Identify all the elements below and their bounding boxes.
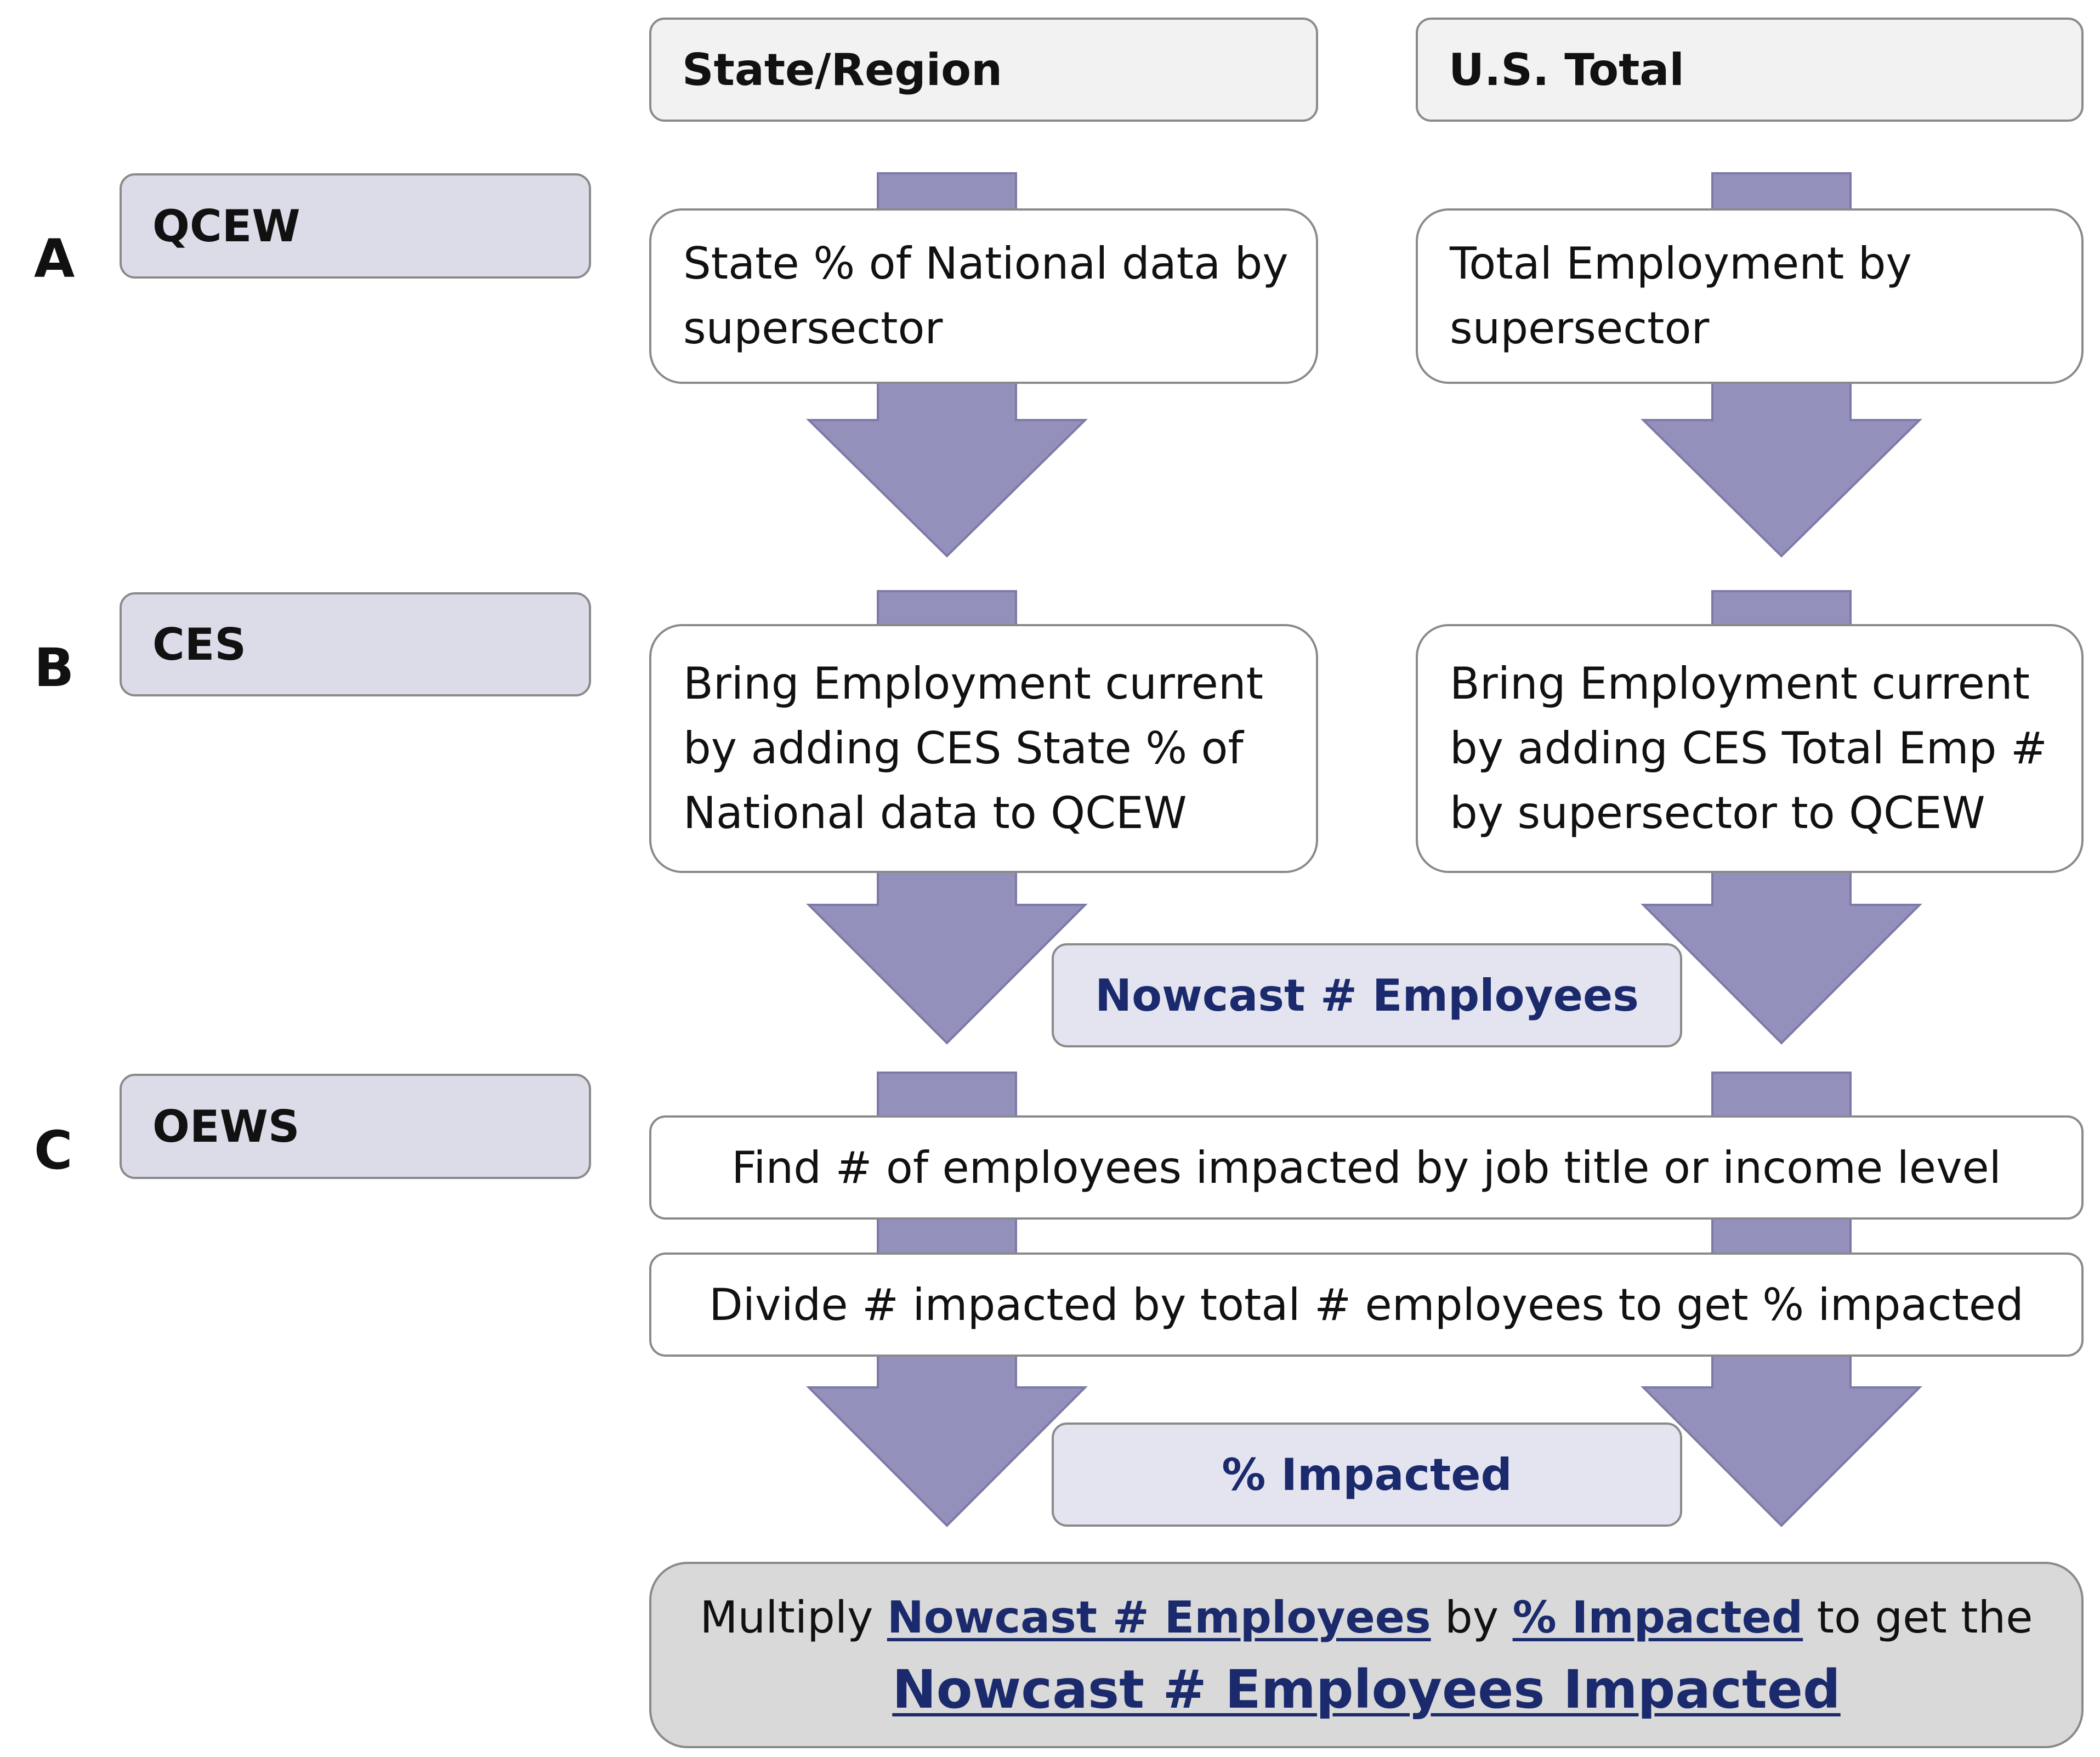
tag-percent-impacted: % Impacted — [1052, 1422, 1682, 1527]
row-letter-a: A — [34, 228, 75, 290]
step-a-us: Total Employment by supersector — [1416, 208, 2084, 384]
step-c-find: Find # of employees impacted by job titl… — [649, 1115, 2084, 1220]
header-state-region-label: State/Region — [682, 44, 1003, 95]
step-a-state-text: State % of National data by supersector — [683, 238, 1289, 354]
final-instruction: Multiply Nowcast # Employees by % Impact… — [700, 1585, 2033, 1651]
step-a-us-text: Total Employment by supersector — [1450, 238, 1912, 354]
step-b-us: Bring Employment current by adding CES T… — [1416, 624, 2084, 873]
source-qcew-label: QCEW — [152, 200, 300, 252]
step-c-divide-text: Divide # impacted by total # employees t… — [709, 1279, 2024, 1330]
header-state-region: State/Region — [649, 18, 1318, 122]
step-c-divide: Divide # impacted by total # employees t… — [649, 1252, 2084, 1357]
header-us-total-label: U.S. Total — [1449, 44, 1684, 95]
header-us-total: U.S. Total — [1416, 18, 2084, 122]
tag-nowcast-employees: Nowcast # Employees — [1052, 943, 1682, 1047]
source-ces-label: CES — [152, 619, 246, 670]
source-ces: CES — [120, 592, 591, 696]
tag-nowcast-employees-label: Nowcast # Employees — [1095, 970, 1639, 1021]
final-prefix: Multiply — [700, 1592, 887, 1643]
step-b-state: Bring Employment current by adding CES S… — [649, 624, 1318, 873]
final-result-title: Nowcast # Employees Impacted — [892, 1659, 1841, 1720]
source-qcew: QCEW — [120, 173, 591, 279]
source-oews: OEWS — [120, 1074, 591, 1179]
step-c-find-text: Find # of employees impacted by job titl… — [731, 1142, 2001, 1193]
final-suffix: to get the — [1803, 1592, 2033, 1643]
final-result: Multiply Nowcast # Employees by % Impact… — [649, 1562, 2084, 1748]
source-oews-label: OEWS — [152, 1101, 300, 1152]
final-term-nowcast: Nowcast # Employees — [887, 1592, 1431, 1643]
step-a-state: State % of National data by supersector — [649, 208, 1318, 384]
final-term-impacted: % Impacted — [1512, 1592, 1803, 1643]
row-letter-b: B — [34, 637, 75, 699]
step-b-us-text: Bring Employment current by adding CES T… — [1450, 658, 2047, 838]
tag-percent-impacted-label: % Impacted — [1222, 1449, 1512, 1500]
row-letter-c: C — [34, 1120, 73, 1181]
step-b-state-text: Bring Employment current by adding CES S… — [683, 658, 1263, 838]
final-mid: by — [1431, 1592, 1513, 1643]
